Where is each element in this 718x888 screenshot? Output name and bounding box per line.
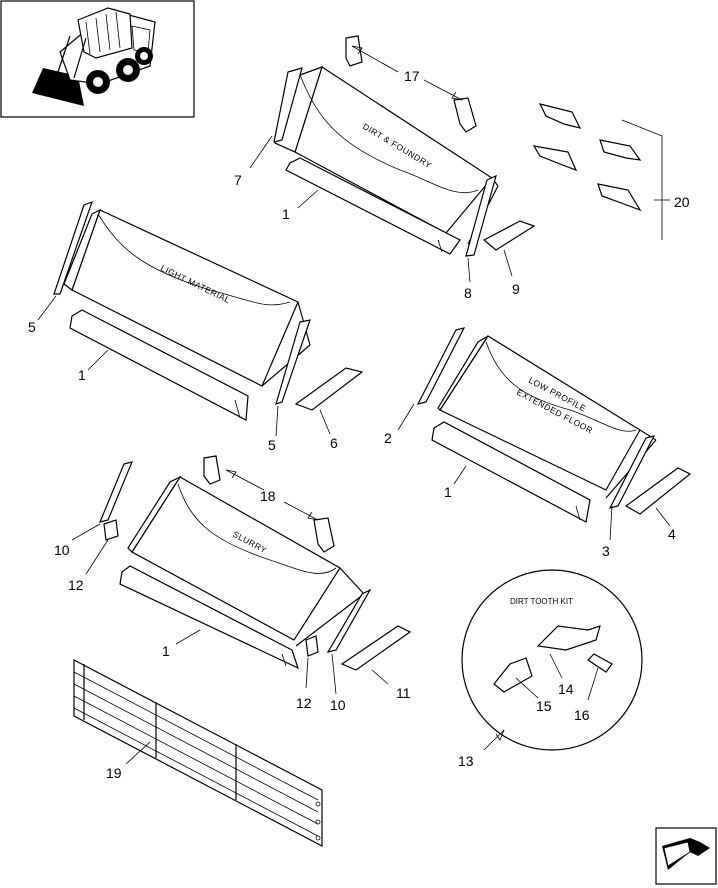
side-cutting-edge-5b[interactable] [275,319,311,405]
side-cutting-edge-5a[interactable] [53,200,93,295]
callout-18: 18 [260,488,276,504]
tooth-set-20[interactable] [532,103,663,240]
bucket-light-material[interactable]: LIGHT MATERIAL [63,208,311,421]
callout-16: 16 [574,707,590,723]
callout-17: 17 [404,68,420,84]
leader-lines [37,45,671,765]
bolt-on-edge-6[interactable] [294,367,364,411]
callout-3: 3 [602,543,610,559]
skid-steer-loader-icon [32,7,156,106]
callout-4: 4 [668,526,676,542]
tooth-adapter-15[interactable] [493,657,533,693]
callout-5: 5 [268,437,276,453]
side-cutting-edge-8[interactable] [465,174,497,257]
side-cutting-edge-10b[interactable] [326,588,372,653]
callout-1: 1 [282,206,290,222]
callout-1: 1 [444,484,452,500]
bolt-on-edge-4[interactable] [624,467,692,515]
bolt-on-edge-11[interactable] [340,625,412,671]
bucket-low-profile[interactable]: LOW PROFILE EXTENDED FLOOR [431,335,657,523]
callout-1: 1 [78,367,86,383]
bucket-dirt-foundry[interactable]: DIRT & FOUNDRY [274,66,499,255]
tooth-set-17[interactable] [345,35,477,133]
tooth-14[interactable] [536,625,601,651]
callout-10: 10 [54,542,70,558]
side-cutting-edge-7[interactable] [273,67,303,143]
callout-5: 5 [28,319,36,335]
side-cutting-edge-2[interactable] [416,327,466,405]
callout-14: 14 [558,681,574,697]
grapple-rail-19[interactable] [73,659,323,847]
callout-1: 1 [162,643,170,659]
callout-19: 19 [106,765,122,781]
callout-12: 12 [68,577,84,593]
wear-pad-12a[interactable] [103,519,119,541]
wear-pad-12b[interactable] [305,635,319,657]
callout-13: 13 [458,753,474,769]
side-cutting-edge-3[interactable] [608,435,656,509]
next-page-arrow-icon[interactable] [655,827,717,885]
tooth-set-18[interactable] [203,455,335,553]
dirt-tooth-kit[interactable]: DIRT TOOTH KIT [461,569,643,751]
loader-thumbnail[interactable] [0,0,195,118]
callout-7: 7 [234,172,242,188]
callout-12: 12 [296,695,312,711]
callout-9: 9 [512,281,520,297]
callout-10: 10 [330,697,346,713]
callout-11: 11 [396,685,411,701]
kit-title: DIRT TOOTH KIT [510,597,573,606]
callout-20: 20 [674,194,690,210]
callout-6: 6 [330,435,338,451]
callout-15: 15 [536,698,552,714]
pin-16[interactable] [587,653,613,673]
callouts: 17 7 1 20 8 9 5 1 5 6 2 1 3 4 18 10 12 1… [28,68,690,781]
bolt-on-edge-9[interactable] [482,220,536,251]
bucket-slurry[interactable]: SLURRY [119,475,365,670]
callout-8: 8 [464,285,472,301]
side-cutting-edge-10a[interactable] [98,461,134,523]
callout-2: 2 [384,430,392,446]
